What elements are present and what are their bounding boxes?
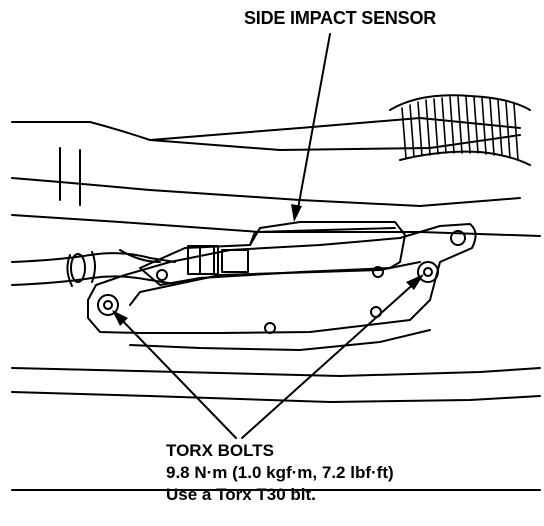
torx-bolts-torque: 9.8 N·m (1.0 kgf·m, 7.2 lbf·ft)	[166, 463, 394, 482]
leader-lines	[117, 33, 419, 439]
mounting-bracket	[87, 223, 477, 351]
torx-bolts-title: TORX BOLTS	[166, 441, 274, 460]
lower-panel-lines	[11, 367, 541, 491]
torx-bolt-left	[97, 294, 119, 316]
torx-bolts-callout: TORX BOLTS 9.8 N·m (1.0 kgf·m, 7.2 lbf·f…	[166, 440, 394, 506]
bracket-holes	[156, 266, 384, 334]
leader-arrowheads	[112, 204, 424, 326]
ribbed-hose	[389, 94, 531, 166]
side-impact-sensor-label: SIDE IMPACT SENSOR	[244, 8, 437, 28]
torx-bolt-right	[417, 261, 439, 283]
sensor-module	[139, 221, 406, 286]
wire-harness	[11, 249, 176, 287]
torx-bolts-tool: Use a Torx T30 bit.	[166, 485, 316, 504]
